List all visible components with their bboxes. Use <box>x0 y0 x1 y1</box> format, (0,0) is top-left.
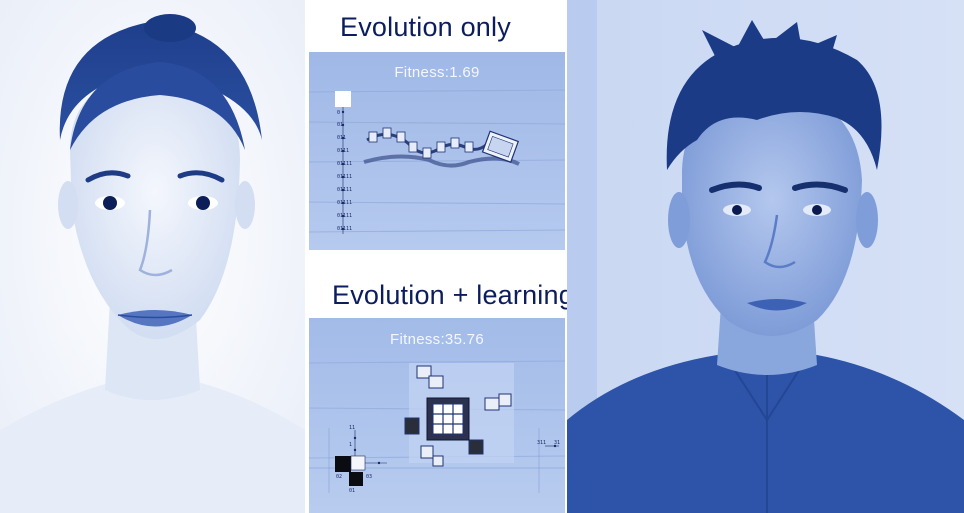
snake-robot-scene <box>309 52 565 250</box>
tree-root-node <box>335 91 351 107</box>
tree-label: 01 <box>337 122 344 128</box>
tree-label: 01 <box>349 488 356 494</box>
tree-label: 01111 <box>337 200 353 206</box>
tree-label: 01111 <box>337 161 353 167</box>
tree-label: 0111 <box>337 148 350 154</box>
tree-label: 31 <box>554 440 561 446</box>
man-portrait-image <box>567 0 964 513</box>
right-portrait-photo <box>567 0 964 513</box>
tree-label: 01111 <box>337 174 353 180</box>
tree-label: 01111 <box>337 187 353 193</box>
heading-evolution-only: Evolution only <box>340 12 511 42</box>
simulation-panel-evolution-only: Fitness:1.69 0 01 011 0111 01111 01111 0… <box>309 52 565 250</box>
heading-evolution-learning: Evolution + learning <box>332 280 574 310</box>
fitness-label-evolution-learning: Fitness:35.76 <box>390 331 484 348</box>
tree-label: 03 <box>366 474 373 480</box>
woman-portrait-image <box>0 0 305 513</box>
tree-label: 1 <box>349 442 353 448</box>
tree-label: 01111 <box>337 226 353 232</box>
walker-robot-scene <box>309 318 565 513</box>
tree-label: 0 <box>337 110 341 116</box>
tree-label: 311 <box>537 440 547 446</box>
tree-label: 02 <box>336 474 343 480</box>
tree-label: 01111 <box>337 213 353 219</box>
simulation-panel-evolution-learning: Fitness:35.76 11 1 02 03 01 311 31 <box>309 318 565 513</box>
left-portrait-photo <box>0 0 305 513</box>
tree-label: 11 <box>349 425 356 431</box>
tree-label: 011 <box>337 135 347 141</box>
fitness-label-evolution-only: Fitness:1.69 <box>394 64 480 81</box>
